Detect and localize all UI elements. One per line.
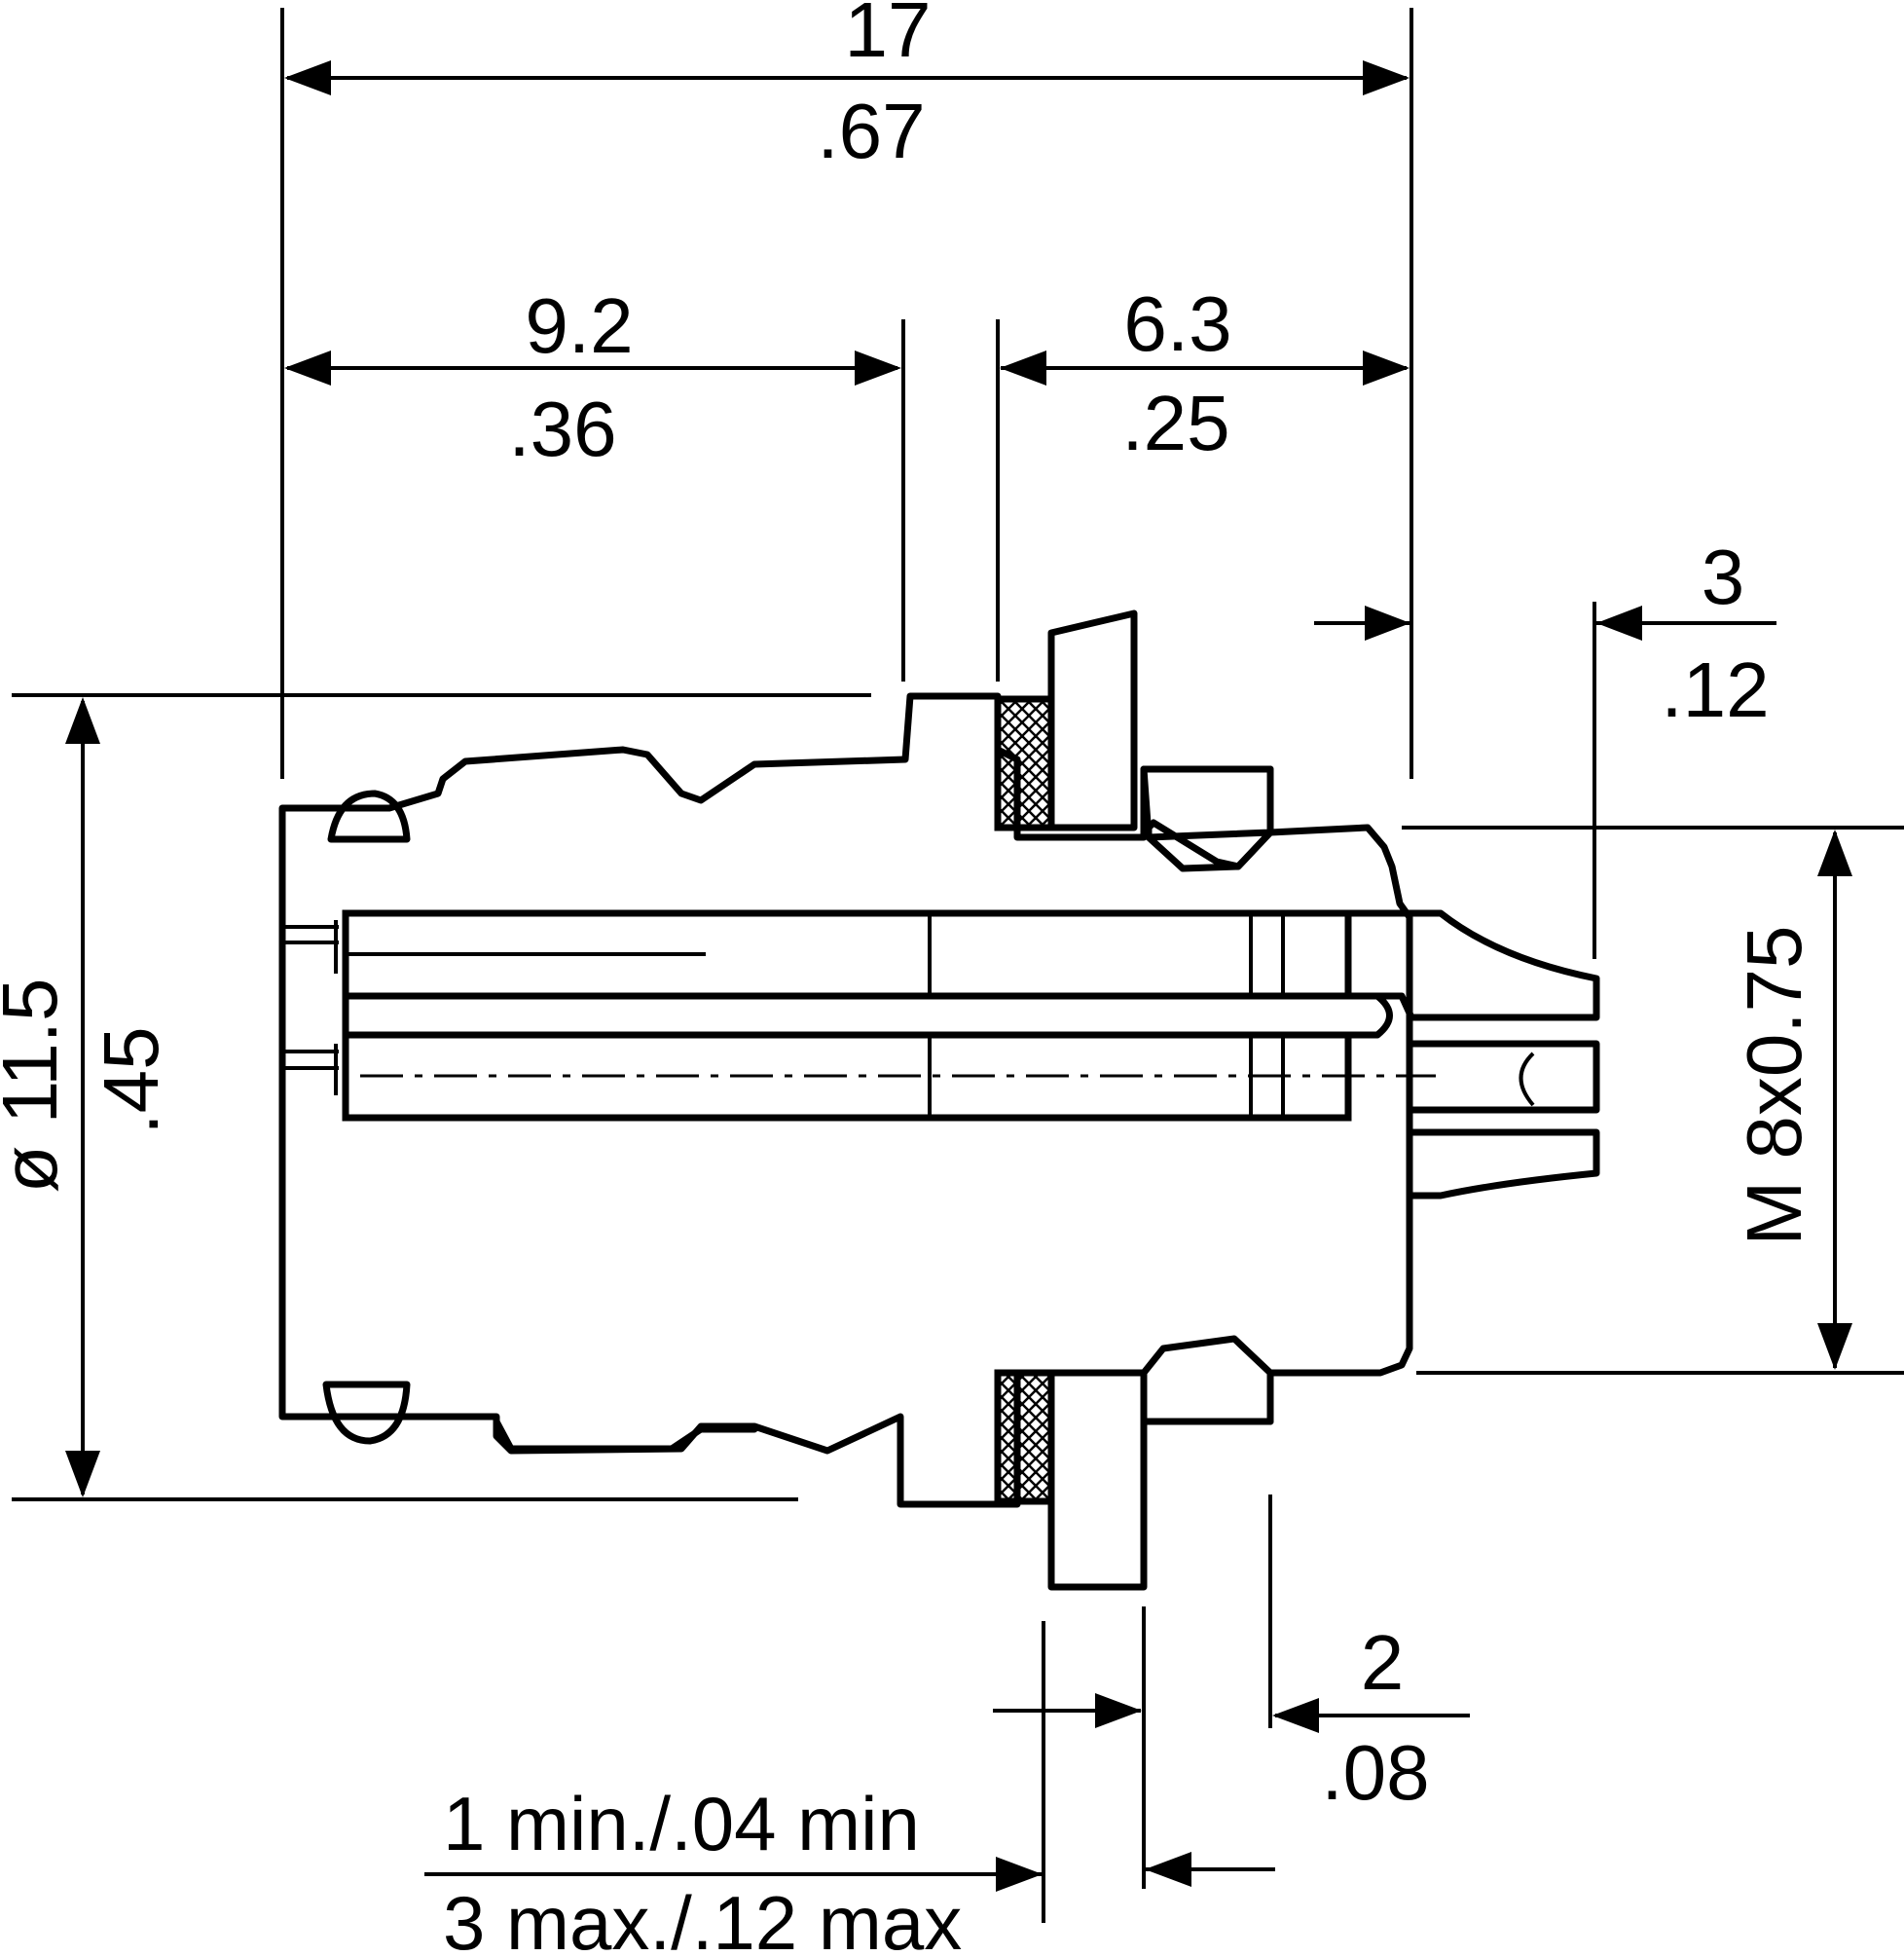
thread-length-metric: 6.3 <box>1123 280 1231 367</box>
nut-offset-inch: .08 <box>1321 1729 1429 1816</box>
upper-seal <box>994 695 1055 831</box>
upper-pin-tip <box>1344 909 1600 1021</box>
lower-grip-edge <box>493 1418 758 1453</box>
dimension-lines <box>12 8 1904 1923</box>
nut-offset-metric: 2 <box>1361 1619 1405 1706</box>
upper-lock-nub <box>327 790 411 843</box>
pin-protrusion-metric: 3 <box>1702 534 1745 620</box>
lower-panel-section <box>1047 1369 1148 1591</box>
dimension-labels: 17 .67 9.2 .36 6.3 .25 3 .12 ø 11.5 .45 … <box>0 0 1817 1956</box>
middle-pin-tip <box>1406 1040 1600 1114</box>
separator-rib <box>342 992 1393 1039</box>
lower-pin-tip <box>1406 1128 1600 1199</box>
diameter-metric: ø 11.5 <box>0 978 73 1194</box>
thread-length-inch: .25 <box>1121 380 1229 466</box>
overall-length-inch: .67 <box>817 88 925 174</box>
pin-tip-arc <box>1519 1052 1535 1107</box>
body-length-inch: .36 <box>508 386 616 472</box>
panel-thickness-min: 1 min./.04 min <box>443 1781 920 1866</box>
overall-length-metric: 17 <box>845 0 932 73</box>
thread-size-label: M 8x0.75 <box>1731 925 1817 1245</box>
body-length-metric: 9.2 <box>525 282 633 369</box>
upper-panel-section <box>1047 609 1138 831</box>
diameter-inch: .45 <box>88 1026 174 1134</box>
upper-nut <box>1140 765 1274 872</box>
lower-nut <box>1140 1335 1274 1425</box>
panel-thickness-max: 3 max./.12 max <box>443 1880 962 1956</box>
lower-seal <box>994 1369 1055 1505</box>
pin-protrusion-inch: .12 <box>1661 646 1769 733</box>
lower-lock-nub <box>322 1381 411 1445</box>
connector-body <box>278 609 1600 1591</box>
